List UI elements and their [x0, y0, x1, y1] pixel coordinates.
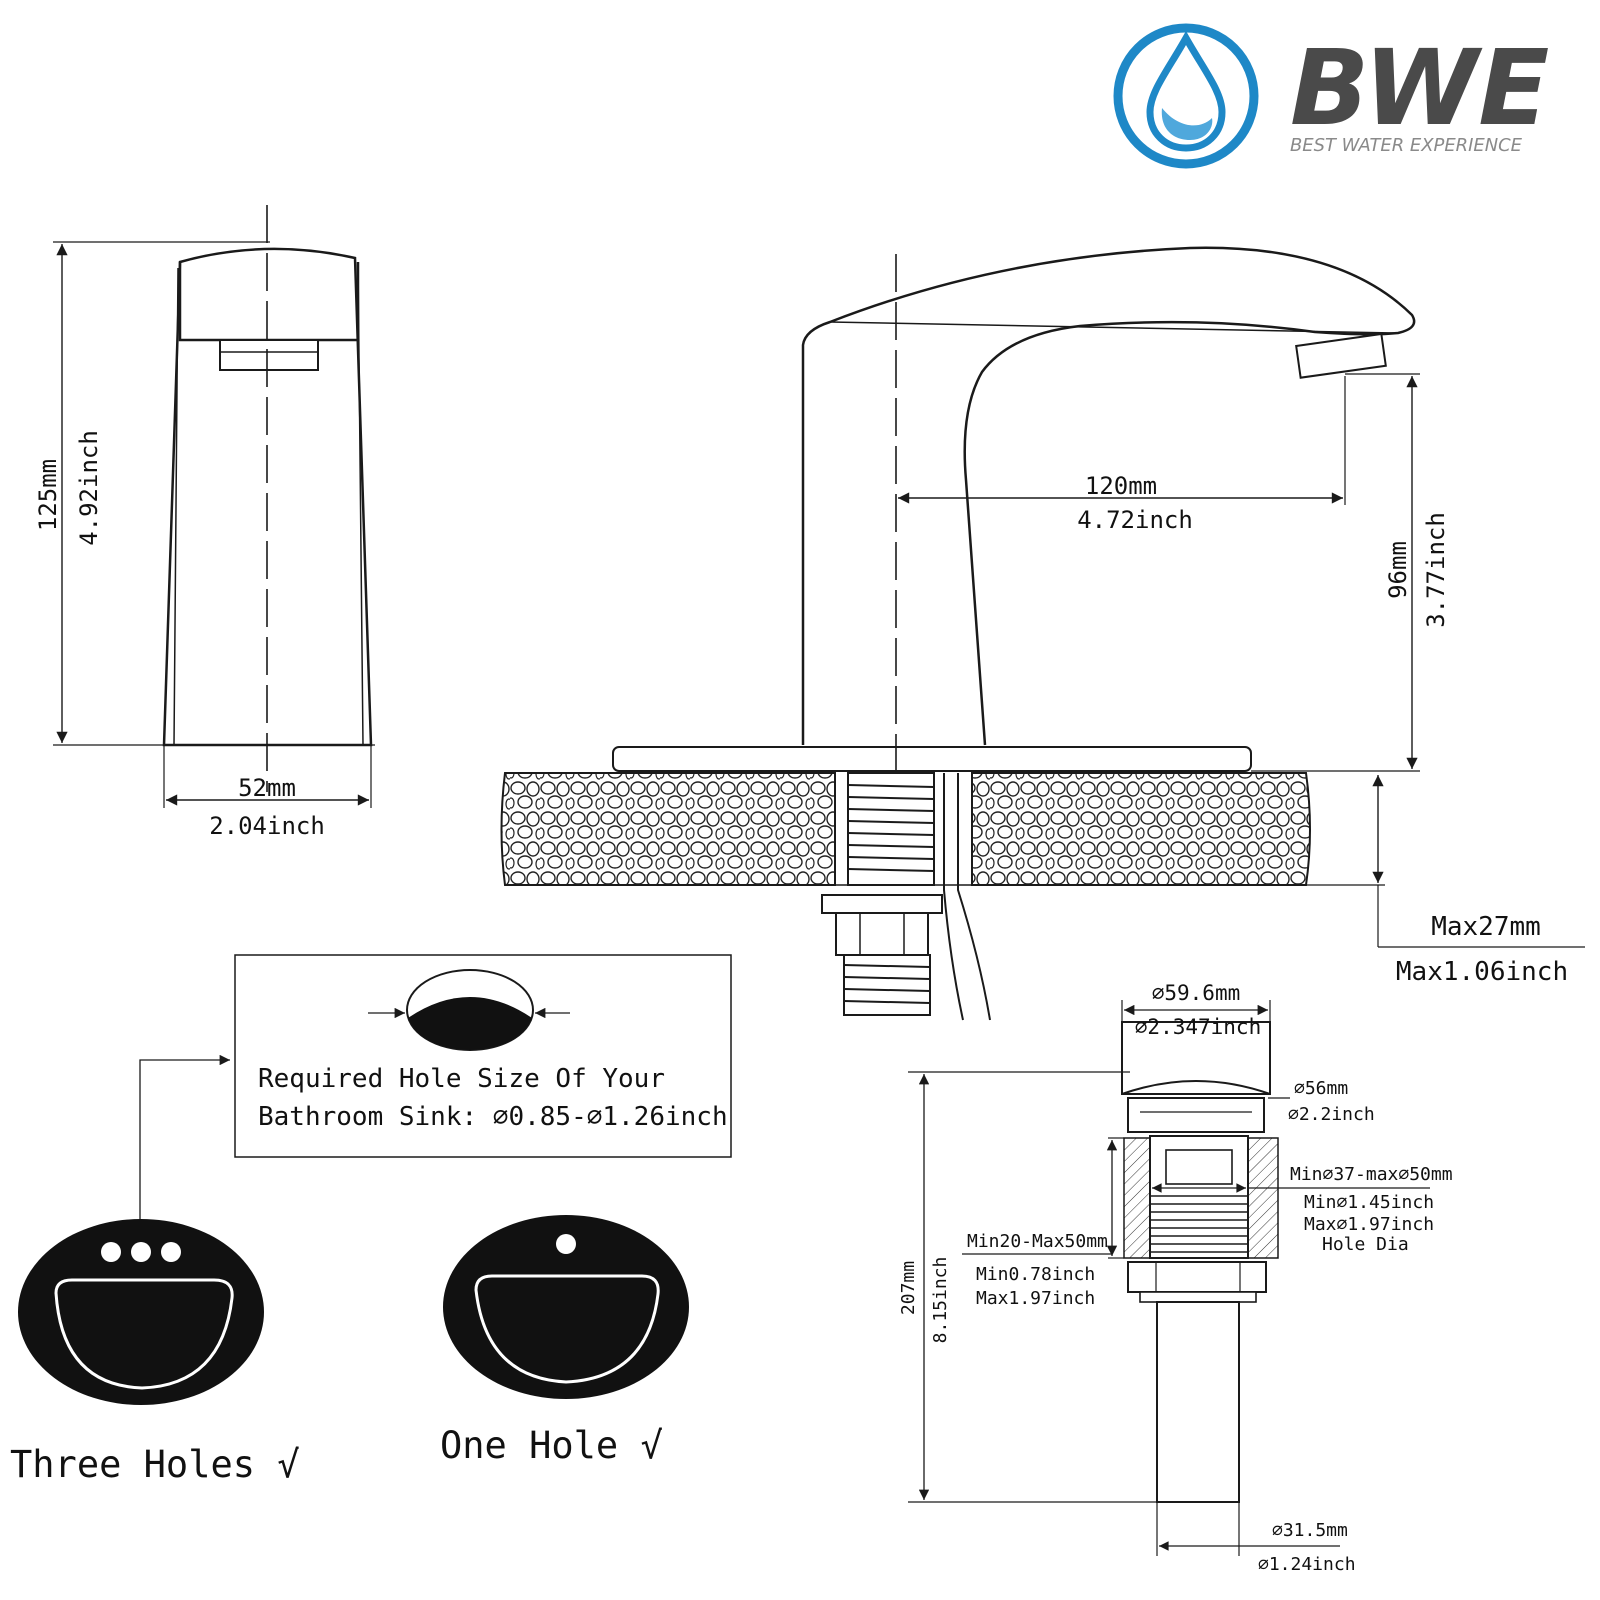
flange-mm: ⌀56mm [1294, 1078, 1348, 1099]
aerator-side [1295, 332, 1387, 379]
side-spout-height-mm: 96mm [1384, 541, 1412, 599]
tail-diameter-inch: ⌀1.24inch [1258, 1554, 1356, 1575]
front-height-mm: 125mm [34, 459, 62, 531]
faucet-side-view: 120mm 4.72inch 96mm 3.77inch Max27mm Max… [500, 246, 1585, 1021]
drain-nut [1127, 1261, 1267, 1293]
drain-tailpiece [1156, 1301, 1240, 1503]
brand-logo: BWE BEST WATER EXPERIENCE [1113, 23, 1549, 169]
total-height-inch: 8.15inch [930, 1257, 951, 1344]
deck-thickness-inch: Max1.06inch [1396, 957, 1568, 987]
faucet-side-body [801, 246, 1416, 746]
hole-size-line2: Bathroom Sink: ⌀0.85-⌀1.26inch [258, 1102, 728, 1132]
faucet-front-view: 125mm 4.92inch 52mm 2.04inch [34, 205, 375, 840]
water-drop-fill-icon [1161, 108, 1213, 140]
flange-inch: ⌀2.2inch [1288, 1104, 1375, 1125]
hole-dia-line3: Max⌀1.97inch [1304, 1214, 1434, 1235]
total-height-mm: 207mm [898, 1261, 919, 1315]
sink-three-holes: Three Holes √ [10, 1219, 300, 1486]
logo-ring-icon [1113, 23, 1259, 169]
brand-name: BWE [1290, 27, 1549, 149]
drain-assembly: ⌀59.6mm ⌀2.347inch ⌀56mm ⌀2.2inch Min⌀37… [898, 981, 1453, 1575]
countertop-section [500, 772, 836, 886]
three-holes-label: Three Holes √ [10, 1443, 300, 1486]
threaded-shank [821, 772, 943, 1016]
one-hole-label: One Hole √ [440, 1424, 663, 1467]
sink-wall-right [1247, 1137, 1279, 1259]
hole-size-line1: Required Hole Size Of Your [258, 1064, 665, 1094]
cap-diameter-mm: ⌀59.6mm [1152, 981, 1241, 1005]
front-width-inch: 2.04inch [209, 812, 325, 840]
drain-cap [1121, 1021, 1271, 1095]
hole-dia-line2: Min⌀1.45inch [1304, 1192, 1434, 1213]
hole-dia-line4: Hole Dia [1322, 1234, 1409, 1255]
thickness-inch-min: Min0.78inch [976, 1264, 1095, 1285]
thickness-inch-max: Max1.97inch [976, 1288, 1095, 1309]
brand-tagline: BEST WATER EXPERIENCE [1290, 135, 1523, 156]
sink-one-hole: One Hole √ [440, 1215, 689, 1467]
deck-plate [612, 746, 1252, 772]
sink-wall-left [1123, 1137, 1151, 1259]
hole-size-callout: Required Hole Size Of Your Bathroom Sink… [139, 954, 732, 1220]
tail-diameter-mm: ⌀31.5mm [1272, 1520, 1348, 1541]
faucet-front-body [162, 247, 373, 747]
front-width-mm: 52mm [238, 774, 296, 802]
aerator-front [219, 339, 319, 371]
side-reach-mm: 120mm [1085, 472, 1157, 500]
sensor-cable [943, 773, 991, 1021]
side-reach-inch: 4.72inch [1077, 506, 1193, 534]
cap-diameter-inch: ⌀2.347inch [1135, 1015, 1261, 1039]
front-height-inch: 4.92inch [75, 430, 103, 546]
drain-flange [1127, 1097, 1265, 1133]
thickness-mm: Min20-Max50mm [967, 1231, 1108, 1252]
side-spout-height-inch: 3.77inch [1422, 512, 1450, 628]
hole-dia-line1: Min⌀37-max⌀50mm [1290, 1164, 1453, 1185]
deck-thickness-mm: Max27mm [1431, 912, 1541, 942]
